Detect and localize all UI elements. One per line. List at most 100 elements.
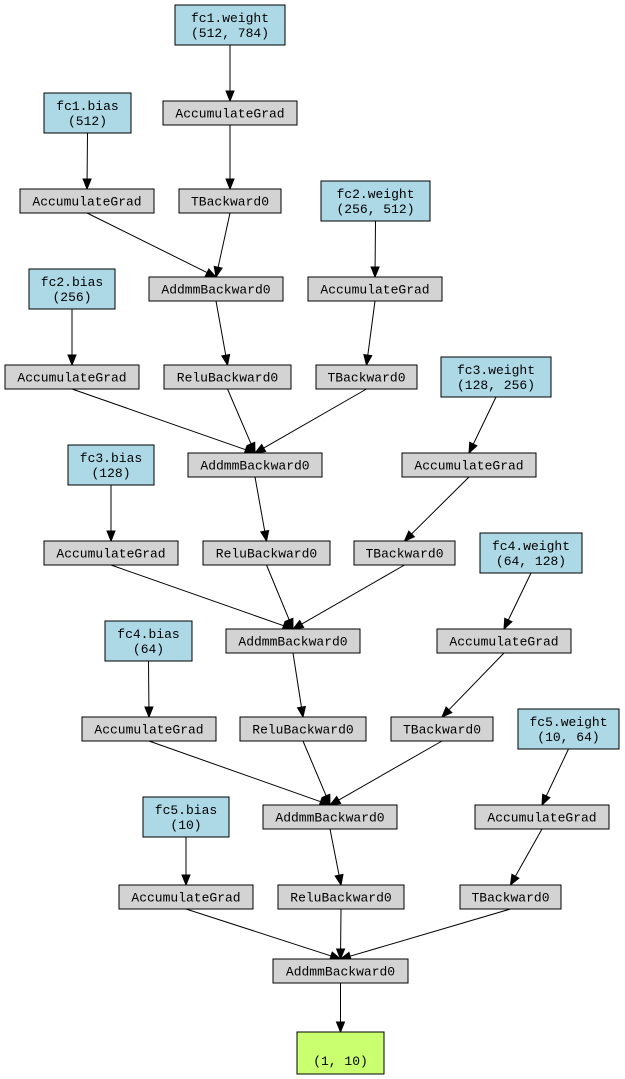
- param-node: fc3.weight(128, 256): [440, 356, 552, 398]
- arrowhead-icon: [259, 529, 270, 543]
- edge-arrow: [441, 652, 505, 718]
- arrowhead-icon: [321, 793, 331, 807]
- node-label: (128): [91, 466, 130, 481]
- arrowhead-icon: [213, 265, 223, 279]
- node-box: [401, 452, 537, 478]
- node-layer: fc1.weight(512, 784)fc1.bias(512)Accumul…: [4, 4, 620, 1075]
- edge-arrow: [335, 908, 346, 961]
- edge-arrow: [67, 309, 77, 367]
- param-node: fc2.weight(256, 512): [320, 180, 431, 222]
- node-box: [440, 356, 552, 398]
- node-label: (512): [68, 114, 107, 129]
- node-box: [104, 620, 193, 662]
- param-node: fc2.bias(256): [28, 268, 116, 310]
- arrowhead-icon: [468, 441, 478, 455]
- node-label: fc5.weight: [529, 715, 607, 730]
- node-label: fc4.weight: [492, 539, 570, 554]
- node-box: [202, 540, 331, 566]
- node-box: [474, 804, 610, 830]
- node-label: (10, 64): [537, 730, 599, 745]
- node-box: [479, 532, 583, 574]
- arrowhead-icon: [503, 617, 513, 631]
- edge-arrow: [225, 45, 235, 103]
- node-box: [81, 716, 217, 742]
- node-label: fc3.bias: [80, 451, 142, 466]
- op-node: ReluBackward0: [202, 540, 331, 566]
- edge-arrow: [266, 564, 294, 631]
- node-label: AccumulateGrad: [131, 891, 240, 906]
- edge-arrow: [227, 388, 256, 455]
- edge-layer: [67, 45, 569, 1034]
- node-label: (128, 256): [457, 378, 535, 393]
- op-node: AccumulateGrad: [162, 100, 298, 126]
- arrowhead-icon: [225, 90, 235, 103]
- arrowhead-icon: [328, 795, 342, 806]
- node-box: [4, 364, 140, 390]
- node-box: [225, 628, 361, 654]
- edge-arrow: [181, 837, 191, 887]
- arrowhead-icon: [335, 1021, 346, 1034]
- arrowhead-icon: [144, 706, 154, 719]
- edge-arrow: [503, 572, 532, 631]
- arrowhead-icon: [181, 874, 191, 887]
- node-label: AddmmBackward0: [200, 459, 309, 474]
- op-node: ReluBackward0: [163, 364, 292, 390]
- op-node: TBackward0: [459, 884, 562, 910]
- node-label: ReluBackward0: [177, 371, 278, 386]
- op-node: AccumulateGrad: [436, 628, 572, 654]
- edge-arrow: [215, 300, 231, 367]
- node-box: [436, 628, 572, 654]
- param-node: fc5.weight(10, 64): [517, 708, 620, 750]
- node-label: (256): [52, 290, 91, 305]
- op-node: AddmmBackward0: [148, 276, 284, 302]
- node-box: [162, 100, 298, 126]
- node-label: AccumulateGrad: [175, 107, 284, 122]
- node-label: TBackward0: [191, 195, 269, 210]
- node-box: [187, 452, 323, 478]
- node-label: AccumulateGrad: [56, 547, 165, 562]
- node-box: [67, 444, 155, 486]
- arrowhead-icon: [334, 873, 344, 887]
- edge-arrow: [225, 125, 235, 191]
- arrowhead-icon: [291, 619, 305, 630]
- arrowhead-icon: [253, 443, 267, 454]
- node-box: [19, 188, 155, 214]
- node-label: (10): [170, 818, 201, 833]
- arrowhead-icon: [220, 353, 231, 367]
- arrowhead-icon: [363, 353, 373, 367]
- node-box: [28, 268, 116, 310]
- node-label: AddmmBackward0: [286, 965, 395, 980]
- edge-arrow: [148, 740, 332, 806]
- node-box: [262, 804, 398, 830]
- edge-arrow: [339, 908, 511, 961]
- edge-arrow: [292, 652, 307, 719]
- arrowhead-icon: [335, 948, 346, 961]
- node-label: AccumulateGrad: [32, 195, 141, 210]
- node-box: [43, 540, 179, 566]
- node-label: AddmmBackward0: [275, 811, 384, 826]
- arrowhead-icon: [284, 617, 294, 631]
- op-node: TBackward0: [315, 364, 418, 390]
- node-box: [174, 4, 286, 46]
- node-label: fc4.bias: [117, 627, 179, 642]
- edge-arrow: [363, 300, 376, 367]
- param-node: fc4.weight(64, 128): [479, 532, 583, 574]
- node-label: ReluBackward0: [252, 723, 353, 738]
- op-node: AccumulateGrad: [307, 276, 443, 302]
- edge-arrow: [110, 564, 295, 630]
- edge-arrow: [106, 485, 116, 543]
- arrowhead-icon: [296, 705, 307, 719]
- node-label: (1, 10): [313, 1054, 368, 1069]
- edge-arrow: [291, 564, 405, 630]
- node-box: [148, 276, 284, 302]
- edge-arrow: [541, 748, 569, 807]
- arrowhead-icon: [403, 530, 416, 542]
- node-label: TBackward0: [403, 723, 481, 738]
- node-box: [517, 708, 620, 750]
- node-label: (64, 128): [496, 554, 566, 569]
- node-label: AccumulateGrad: [487, 811, 596, 826]
- node-box: [277, 884, 405, 910]
- node-box: [296, 1031, 385, 1075]
- node-label: AccumulateGrad: [17, 371, 126, 386]
- node-label: fc2.weight: [336, 187, 414, 202]
